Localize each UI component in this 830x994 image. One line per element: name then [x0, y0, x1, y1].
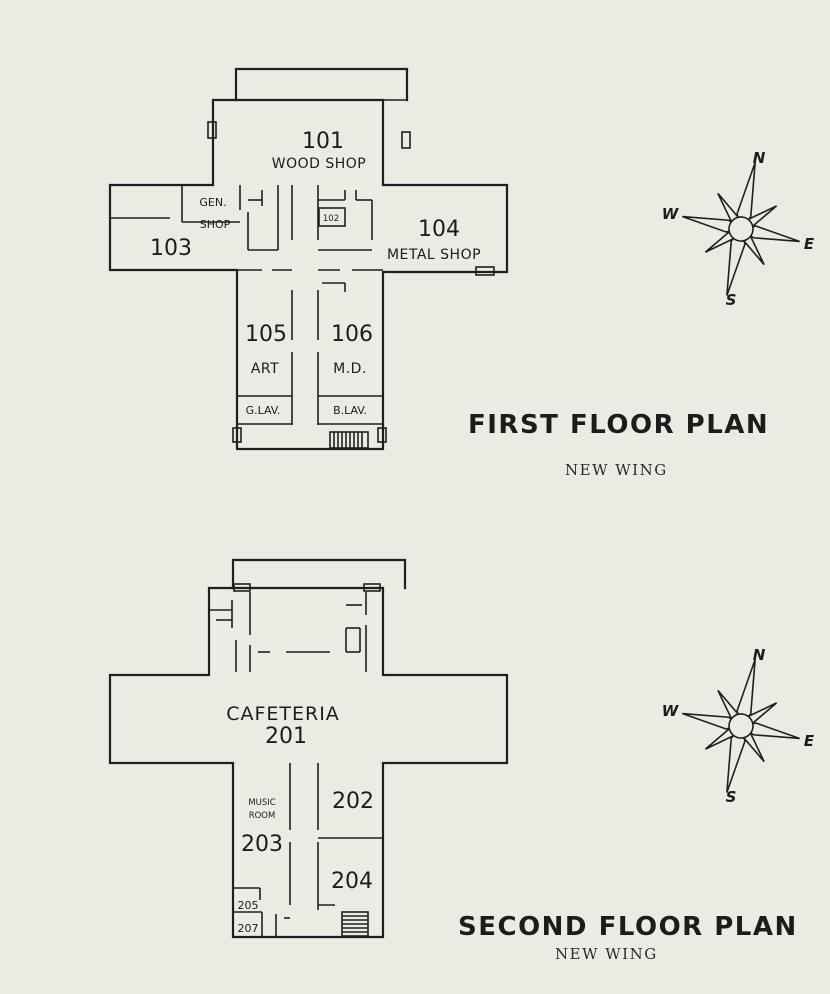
room-201-number: 201: [265, 724, 307, 749]
room-205-number: 205: [238, 899, 259, 912]
compass-north-label: N: [753, 646, 766, 664]
first-floor-stair: [329, 431, 369, 449]
second-floor-title: SECOND FLOOR PLAN: [458, 912, 798, 942]
room-103-number: 103: [150, 236, 192, 261]
gen-shop-label-2: SHOP: [200, 218, 231, 231]
second-floor-stair: [341, 911, 369, 937]
room-101-number: 101: [302, 129, 344, 154]
girls-lavatory-label: G.LAV.: [246, 404, 281, 417]
room-106-name: M.D.: [333, 361, 367, 377]
compass-west-label: W: [662, 702, 680, 720]
compass-star-icon: [682, 659, 800, 793]
first-floor-title: FIRST FLOOR PLAN: [468, 410, 770, 440]
room-101-name: WOOD SHOP: [272, 156, 367, 172]
room-207-number: 207: [238, 922, 259, 935]
room-104-name: METAL SHOP: [387, 247, 481, 263]
room-105-name: ART: [251, 361, 279, 377]
boys-lavatory-label: B.LAV.: [333, 404, 367, 417]
compass-south-label: S: [726, 788, 737, 806]
music-room-label-2: ROOM: [249, 811, 276, 821]
compass-west-label: W: [662, 205, 680, 223]
first-floor-subtitle: NEW WING: [565, 461, 668, 479]
compass-east-label: E: [804, 732, 815, 750]
room-105-number: 105: [245, 322, 287, 347]
cafeteria-name: CAFETERIA: [226, 703, 340, 725]
gen-shop-label-1: GEN.: [199, 196, 226, 209]
room-102-number: 102: [323, 214, 339, 224]
compass-south-label: S: [726, 291, 737, 309]
compass-east-label: E: [804, 235, 815, 253]
compass-star-icon: [682, 162, 800, 296]
compass-rose-second-floor: N S E W: [662, 646, 815, 806]
room-204-number: 204: [331, 869, 373, 894]
room-104-number: 104: [418, 217, 460, 242]
room-203-number: 203: [241, 832, 283, 857]
first-floor-plan: 101 WOOD SHOP GEN. SHOP 102 103 104 META…: [108, 67, 509, 451]
second-floor-subtitle: NEW WING: [555, 945, 658, 963]
compass-rose-first-floor: N S E W: [662, 149, 815, 309]
compass-north-label: N: [753, 149, 766, 167]
room-202-number: 202: [332, 789, 374, 814]
second-floor-plan: CAFETERIA 201 202 MUSIC ROOM 203 204 205…: [108, 558, 509, 939]
music-room-label-1: MUSIC: [248, 798, 275, 808]
room-106-number: 106: [331, 322, 373, 347]
